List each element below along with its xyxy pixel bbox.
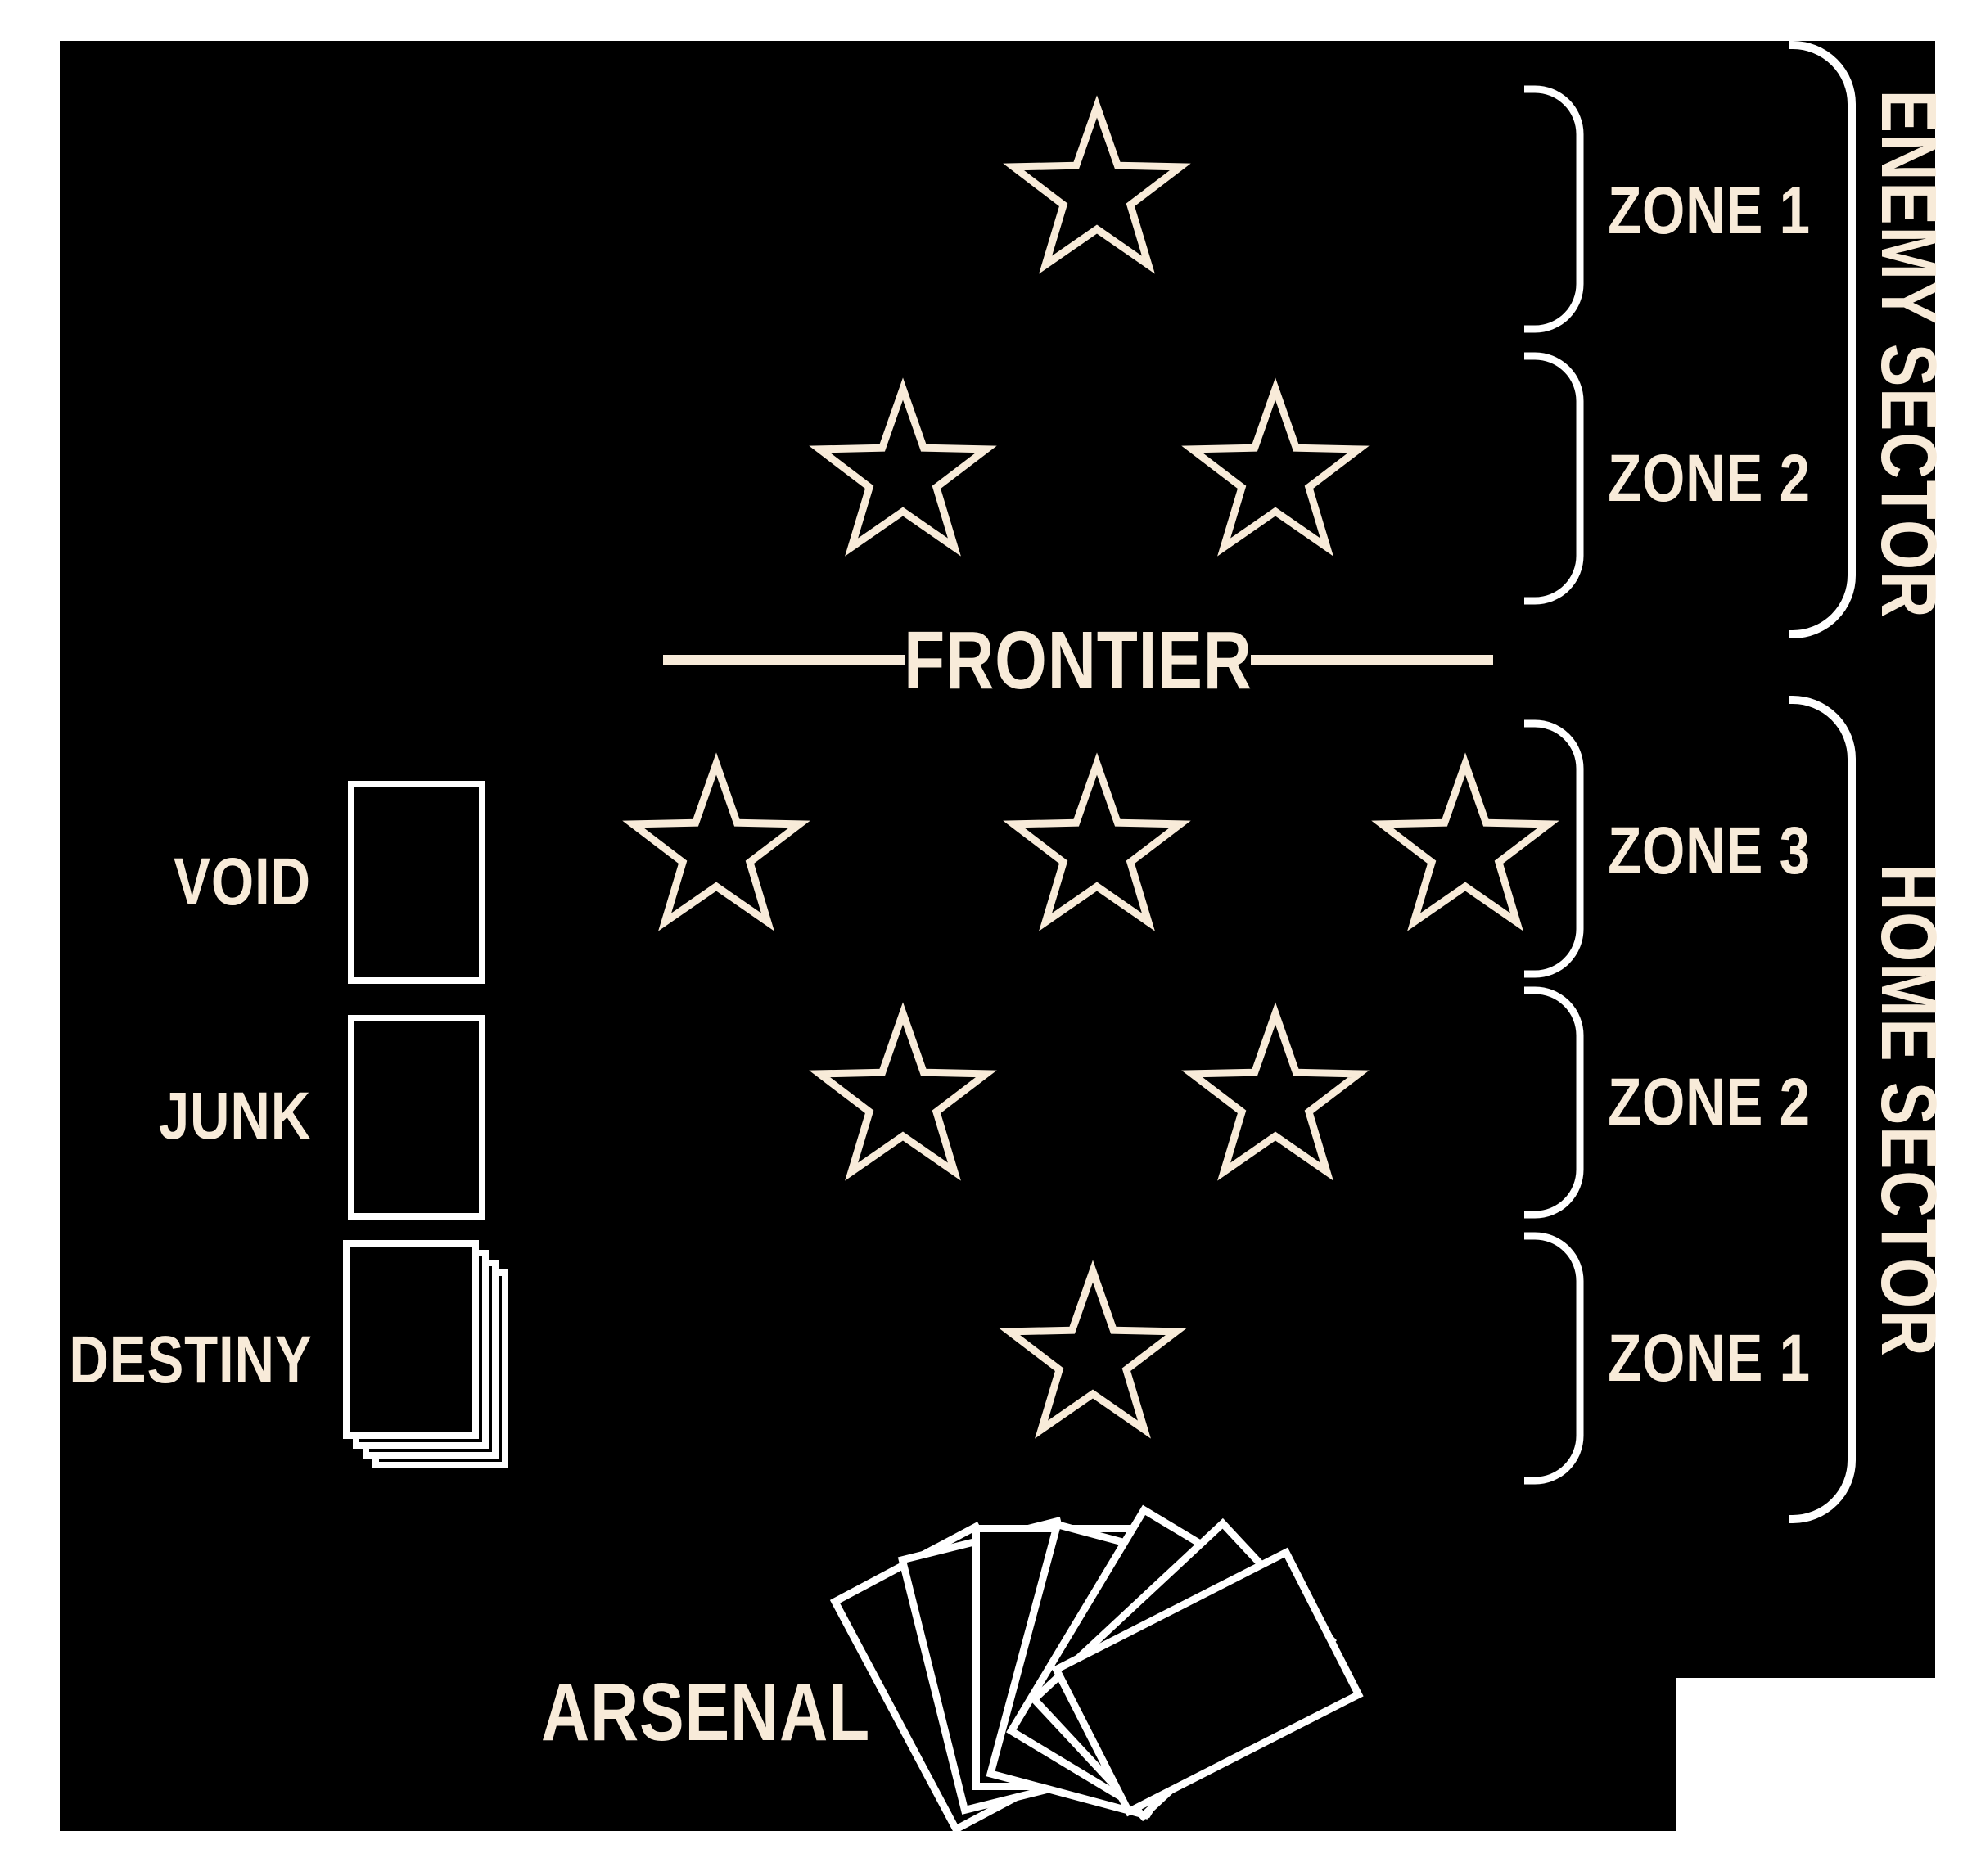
home-sector-label: HOME SECTOR [1865,864,1952,1358]
enemy-zone1-label: ZONE 1 [1608,174,1811,248]
arsenal-label: ARSENAL [540,1666,871,1758]
frontier-line-right [1251,655,1493,665]
star-icon[interactable] [633,764,800,922]
void-label: VOID [174,845,311,919]
sector-bracket-home [1789,696,1856,1523]
home-zone1-label: ZONE 1 [1608,1321,1811,1396]
frontier-line-left [663,655,905,665]
junk-card-slot[interactable] [348,1015,485,1220]
zone-bracket [1524,352,1584,605]
frontier-divider [663,655,1493,665]
frontier-label: FRONTIER [904,615,1252,706]
void-card-slot[interactable] [348,781,485,984]
zone-bracket [1524,986,1584,1219]
enemy-zone2-slots [819,389,1359,548]
sector-bracket-enemy [1789,41,1856,638]
star-icon[interactable] [1013,106,1180,265]
zone-brackets [1524,85,1584,1485]
zone-bracket [1524,719,1584,978]
home-zone2-slots [819,1013,1359,1172]
enemy-zone2-label: ZONE 2 [1608,441,1811,516]
home-zone3-label: ZONE 3 [1608,814,1811,888]
home-zone2-label: ZONE 2 [1608,1065,1811,1139]
home-zone3-slots [633,764,1549,922]
enemy-zone1-slots [1013,106,1180,265]
sector-brackets [1789,41,1856,1523]
zone-bracket [1524,85,1584,333]
star-icon[interactable] [1192,1013,1359,1172]
destiny-deck-stack[interactable] [343,1240,508,1468]
star-icon[interactable] [1013,764,1180,922]
enemy-sector-label: ENEMY SECTOR [1865,89,1952,620]
star-icon[interactable] [819,389,986,548]
home-zone1-slots [1009,1271,1176,1430]
card-outline [1051,1547,1364,1817]
zone-bracket [1524,1232,1584,1485]
star-icon[interactable] [1192,389,1359,548]
card-outline [343,1240,479,1439]
junk-label: JUNK [158,1079,312,1153]
destiny-label: DESTINY [69,1323,313,1397]
arsenal-card-fan[interactable] [829,1504,1364,1834]
star-icon[interactable] [819,1013,986,1172]
star-icon[interactable] [1009,1271,1176,1430]
star-icon[interactable] [1382,764,1549,922]
